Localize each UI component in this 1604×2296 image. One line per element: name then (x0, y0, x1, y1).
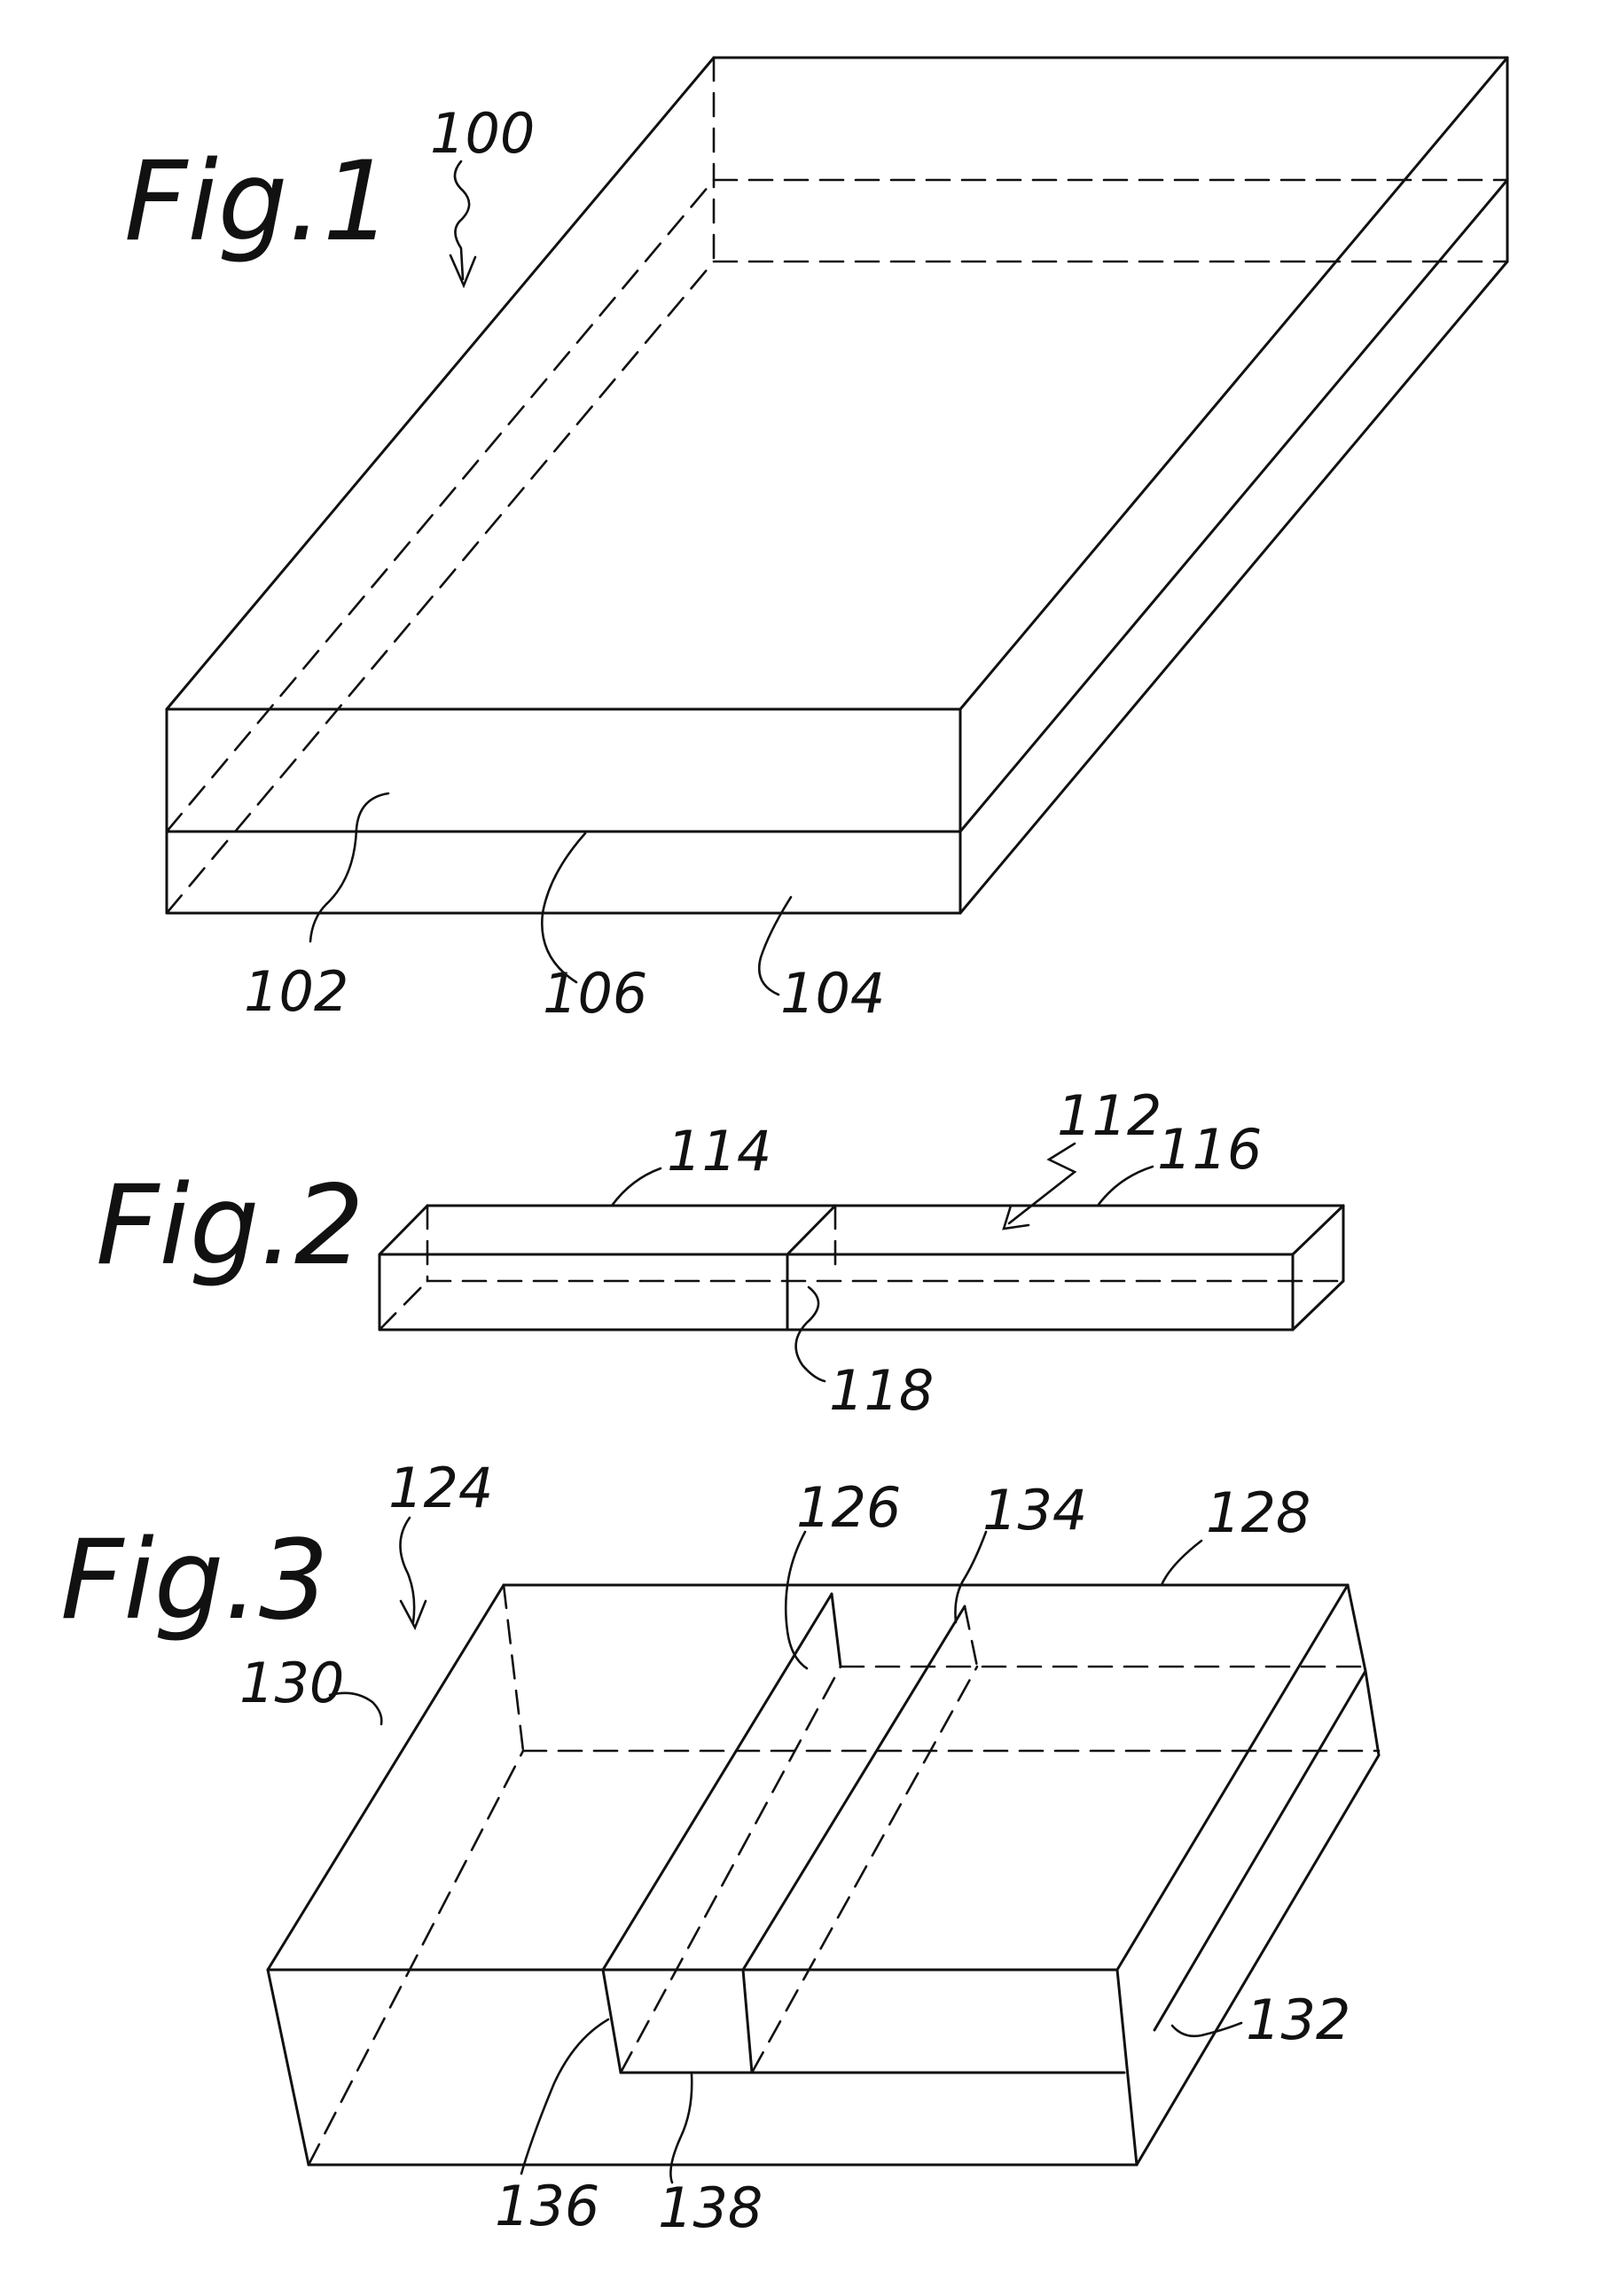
fig3-insert-back-vertical (832, 1594, 841, 1667)
ref-132-label: 132 (1246, 1988, 1350, 2052)
ref-112-label: 112 (1057, 1083, 1162, 1148)
fig3-right-edge-line (1154, 1671, 1365, 2030)
fig3-back-right-vertical-lower (1365, 1671, 1379, 1755)
fig3-insert-left-top-edge (603, 1594, 832, 1970)
fig3-hidden-insert-bottom-left (621, 1667, 841, 2073)
figure-1-label: Fig.1 (124, 138, 393, 266)
ref-112-leader (1009, 1144, 1075, 1223)
fig2-top-right-edge (1293, 1206, 1343, 1254)
ref-106-leader (542, 833, 585, 982)
fig3-hidden-insert-bottom-right (752, 1667, 977, 2073)
ref-130-label: 130 (239, 1651, 344, 1715)
ref-102-leader (310, 793, 388, 941)
figure-2: Fig.2 112 114 116 118 (96, 1083, 1343, 1423)
ref-136-label: 136 (495, 2174, 599, 2238)
fig3-top-right-edge (1117, 1585, 1348, 1970)
ref-102-label: 102 (244, 959, 348, 1024)
fig1-hidden-interface-left (167, 180, 714, 832)
fig3-front-left-vertical (268, 1970, 309, 2165)
fig1-hidden-bottom-left (167, 262, 714, 913)
ref-132-leader (1172, 2023, 1241, 2036)
fig3-hidden-bottom-left (309, 1751, 523, 2165)
fig2-bottom-right-edge (1293, 1281, 1343, 1330)
figure-3-label: Fig.3 (60, 1517, 329, 1644)
fig3-insert-divider-top-edge (743, 1606, 965, 1970)
ref-128-label: 128 (1206, 1480, 1311, 1545)
fig1-front-face (167, 709, 960, 913)
ref-118-leader (796, 1287, 825, 1381)
fig3-front-right-vertical (1117, 1970, 1137, 2165)
fig3-hidden-back-left-vertical (504, 1585, 523, 1751)
fig3-back-right-vertical-upper (1348, 1585, 1365, 1671)
ref-138-leader (670, 2074, 692, 2183)
fig2-joint-top-line (787, 1206, 835, 1254)
ref-136-leader (521, 2019, 608, 2174)
fig3-insert-divider-vertical (743, 1970, 752, 2073)
ref-116-label: 116 (1157, 1117, 1262, 1182)
ref-116-leader (1098, 1167, 1153, 1206)
figure-1: Fig.1 100 102 106 104 (124, 58, 1507, 1026)
ref-100-leader (455, 161, 469, 279)
fig2-front-face (379, 1254, 1293, 1330)
ref-134-label: 134 (982, 1478, 1087, 1542)
ref-118-label: 118 (829, 1358, 934, 1423)
ref-134-leader (955, 1532, 986, 1622)
ref-114-label: 114 (667, 1119, 771, 1183)
fig2-hidden-bottom-left (379, 1281, 427, 1330)
fig1-bottom-right-edge (960, 262, 1507, 913)
ref-104-label: 104 (780, 961, 885, 1026)
figure-2-label: Fig.2 (96, 1162, 364, 1290)
ref-114-leader (612, 1168, 661, 1206)
fig1-right-interface-edge (960, 180, 1507, 832)
ref-106-label: 106 (543, 961, 647, 1026)
figure-3: Fig.3 124 (60, 1456, 1379, 2240)
ref-124-leader (400, 1518, 414, 1622)
ref-138-label: 138 (658, 2175, 763, 2240)
fig2-top-left-edge (379, 1206, 427, 1254)
ref-126-leader (786, 1532, 807, 1668)
fig3-hidden-seam-vertical (965, 1606, 977, 1667)
ref-100-label: 100 (430, 101, 535, 166)
ref-128-leader (1162, 1541, 1201, 1585)
fig3-bottom-right-edge (1137, 1755, 1379, 2165)
ref-126-label: 126 (796, 1475, 901, 1540)
ref-124-label: 124 (388, 1456, 493, 1520)
fig1-top-right-edge (960, 58, 1507, 709)
